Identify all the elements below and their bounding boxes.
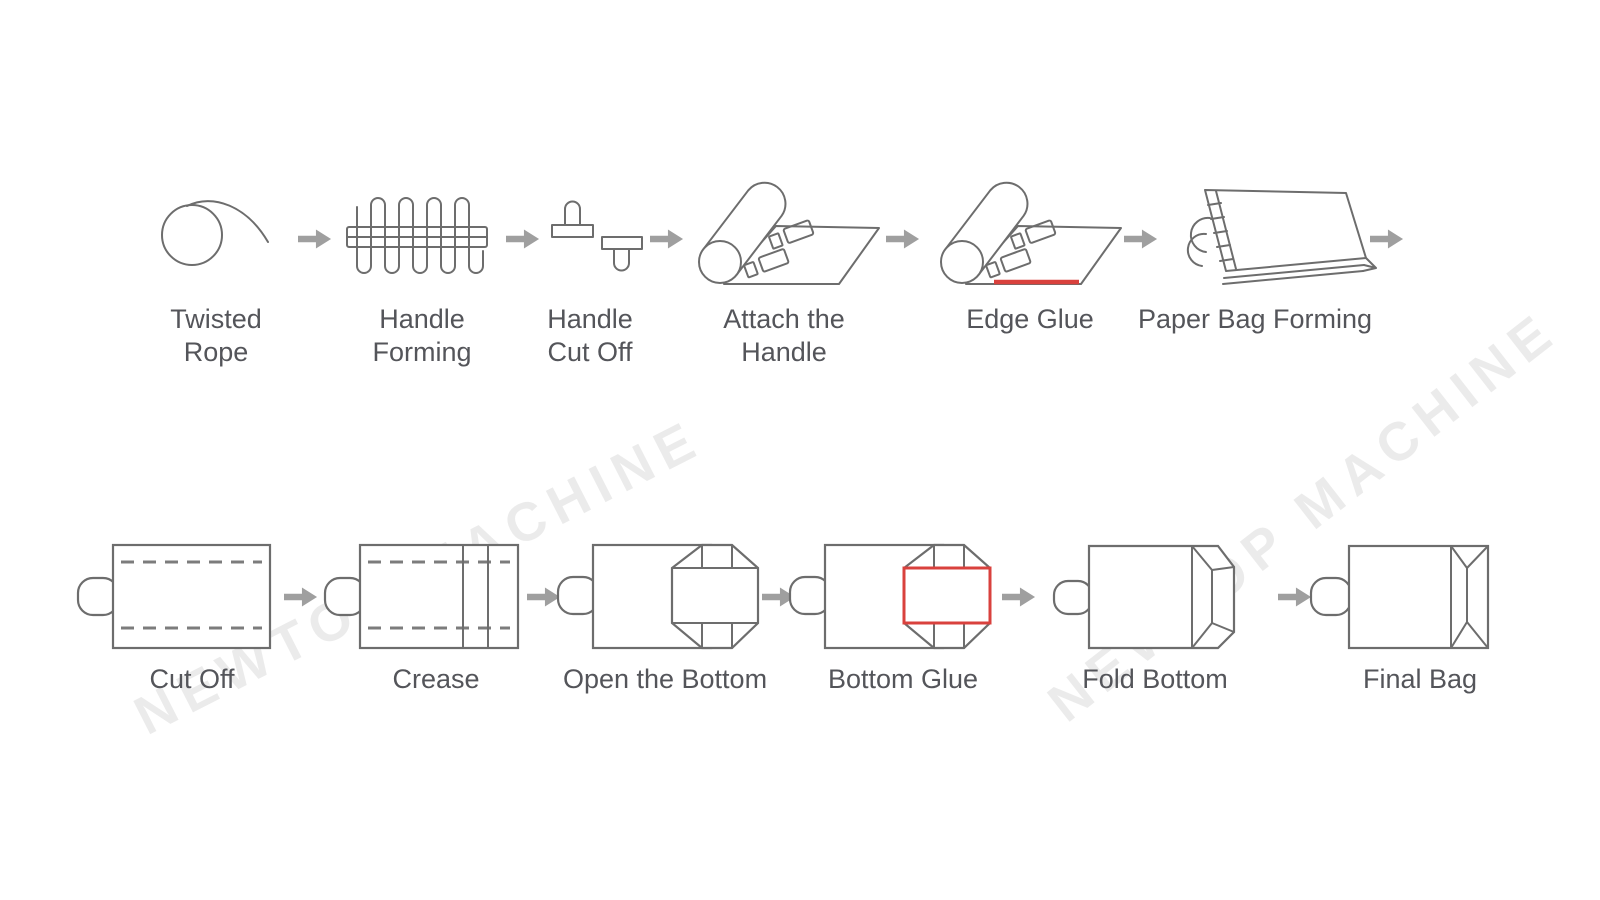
open-the-bottom-icon — [556, 540, 766, 652]
arrow-right-icon — [1124, 227, 1158, 251]
handle-forming-icon — [341, 183, 493, 288]
arrow-right-icon — [762, 585, 796, 609]
twisted-rope-icon — [155, 192, 280, 277]
step-label-handle-forming: Handle Forming — [372, 304, 472, 367]
handle-cut-off-icon — [543, 195, 648, 275]
step-label-final-bag: Final Bag — [1362, 664, 1478, 694]
arrow-right-icon — [298, 227, 332, 251]
cut-off-icon — [76, 540, 276, 652]
step-label-attach-the-handle: Attach the Handle — [723, 304, 845, 367]
arrow-right-icon — [1370, 227, 1404, 251]
arrow-right-icon — [284, 585, 318, 609]
arrow-right-icon — [1278, 585, 1312, 609]
edge-glue-icon — [928, 176, 1128, 291]
step-label-fold-bottom: Fold Bottom — [1082, 664, 1228, 694]
paper-bag-forming-icon — [1150, 178, 1377, 296]
arrow-right-icon — [650, 227, 684, 251]
step-label-edge-glue: Edge Glue — [966, 304, 1094, 334]
step-label-crease: Crease — [392, 664, 480, 694]
step-label-paper-bag-forming: Paper Bag Forming — [1137, 304, 1373, 334]
arrow-right-icon — [527, 585, 561, 609]
arrow-right-icon — [506, 227, 540, 251]
crease-icon — [323, 540, 523, 652]
arrow-right-icon — [1002, 585, 1036, 609]
arrow-right-icon — [886, 227, 920, 251]
step-label-twisted-rope: Twisted Rope — [170, 304, 262, 367]
final-bag-icon — [1309, 538, 1509, 656]
step-label-open-the-bottom: Open the Bottom — [562, 664, 768, 694]
step-label-handle-cut-off: Handle Cut Off — [547, 304, 633, 367]
bottom-glue-icon — [788, 540, 998, 652]
step-label-cut-off: Cut Off — [149, 664, 235, 694]
fold-bottom-icon — [1052, 538, 1247, 656]
attach-the-handle-icon — [686, 176, 886, 291]
step-label-bottom-glue: Bottom Glue — [827, 664, 979, 694]
